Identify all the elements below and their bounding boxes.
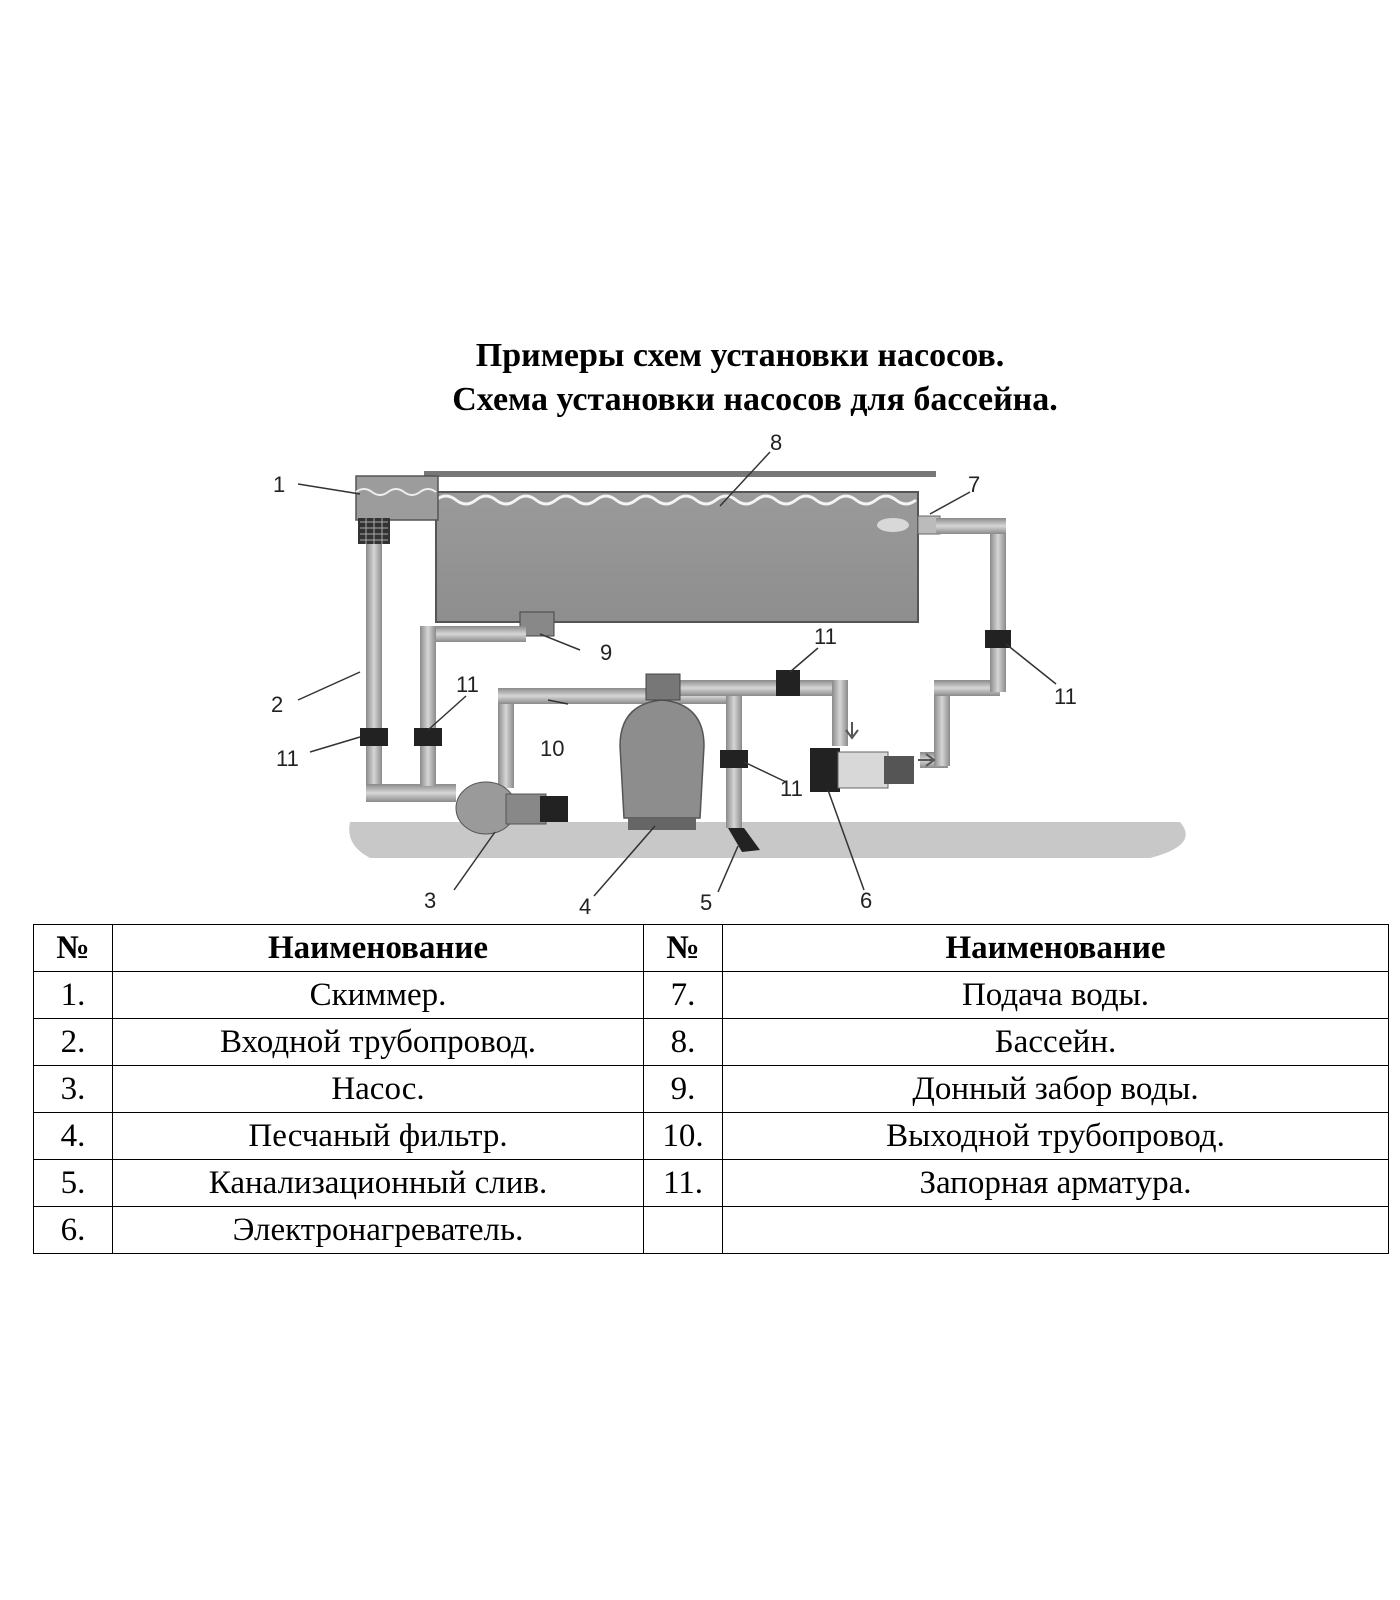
cell-name: Входной трубопровод. bbox=[112, 1018, 644, 1066]
cell-number: 4. bbox=[33, 1112, 113, 1160]
callout-11-d: 11 bbox=[1054, 684, 1077, 709]
header-number-1: № bbox=[33, 924, 113, 972]
table-row: 6. Электронагреватель. bbox=[33, 1206, 1389, 1254]
skimmer bbox=[355, 475, 439, 544]
cell-number: 9. bbox=[643, 1065, 723, 1113]
table-row: 4. Песчаный фильтр. 10. Выходной трубопр… bbox=[33, 1112, 1389, 1160]
cell-number: 5. bbox=[33, 1159, 113, 1207]
cell-number: 7. bbox=[643, 971, 723, 1019]
cell-number: 10. bbox=[643, 1112, 723, 1160]
callout-6: 6 bbox=[860, 888, 872, 913]
electric-heater bbox=[810, 722, 936, 792]
cell-number: 2. bbox=[33, 1018, 113, 1066]
water-return-inlet bbox=[877, 515, 941, 535]
title-line-2: Схема установки насосов для бассейна. bbox=[452, 381, 1058, 418]
cell-name: Подача воды. bbox=[722, 971, 1389, 1019]
callout-2: 2 bbox=[271, 692, 283, 717]
ground bbox=[349, 822, 1186, 858]
table-row: 1. Скиммер. 7. Подача воды. bbox=[33, 971, 1389, 1019]
cell-number: 1. bbox=[33, 971, 113, 1019]
cell-name: Электронагреватель. bbox=[112, 1206, 644, 1254]
cell-name: Донный забор воды. bbox=[722, 1065, 1389, 1113]
cell-number: 11. bbox=[643, 1159, 723, 1207]
legend-table: № Наименование № Наименование 1. Скиммер… bbox=[33, 924, 1389, 1254]
callout-9: 9 bbox=[600, 640, 612, 665]
cell-name: Канализационный слив. bbox=[112, 1159, 644, 1207]
callout-10: 10 bbox=[540, 736, 564, 761]
cell-name: Скиммер. bbox=[112, 971, 644, 1019]
cell-name: Запорная арматура. bbox=[722, 1159, 1389, 1207]
cell-number: 8. bbox=[643, 1018, 723, 1066]
header-name-1: Наименование bbox=[112, 924, 644, 972]
callout-11-e: 11 bbox=[780, 776, 803, 801]
pool-basin bbox=[424, 471, 936, 623]
pump bbox=[455, 781, 568, 835]
cell-name: Насос. bbox=[112, 1065, 644, 1113]
sewer-drain bbox=[728, 828, 760, 852]
cell-number bbox=[643, 1206, 723, 1254]
cell-number: 3. bbox=[33, 1065, 113, 1113]
sand-filter bbox=[619, 673, 705, 830]
leader-lines bbox=[297, 451, 1057, 897]
table-row: 3. Насос. 9. Донный забор воды. bbox=[33, 1065, 1389, 1113]
callout-8: 8 bbox=[770, 430, 782, 455]
callout-5: 5 bbox=[700, 890, 712, 915]
legend-header-row: № Наименование № Наименование bbox=[33, 924, 1389, 972]
cell-name bbox=[722, 1206, 1389, 1254]
callout-11-a: 11 bbox=[276, 746, 299, 771]
title-line-1: Примеры схем установки насосов. bbox=[475, 337, 1005, 374]
table-row: 2. Входной трубопровод. 8. Бассейн. bbox=[33, 1018, 1389, 1066]
callout-3: 3 bbox=[424, 888, 436, 913]
callout-7: 7 bbox=[968, 472, 980, 497]
header-number-2: № bbox=[643, 924, 723, 972]
callout-11-c: 11 bbox=[814, 624, 837, 649]
header-name-2: Наименование bbox=[722, 924, 1389, 972]
callout-4: 4 bbox=[579, 894, 591, 919]
cell-name: Выходной трубопровод. bbox=[722, 1112, 1389, 1160]
callout-numbers: 1 2 3 4 5 6 7 8 9 10 11 11 11 11 11 bbox=[271, 430, 1077, 919]
callout-11-b: 11 bbox=[456, 672, 479, 697]
cell-number: 6. bbox=[33, 1206, 113, 1254]
cell-name: Песчаный фильтр. bbox=[112, 1112, 644, 1160]
callout-1: 1 bbox=[273, 472, 285, 497]
table-row: 5. Канализационный слив. 11. Запорная ар… bbox=[33, 1159, 1389, 1207]
cell-name: Бассейн. bbox=[722, 1018, 1389, 1066]
shutoff-valves bbox=[360, 630, 1011, 768]
pool-pump-diagram: 1 2 3 4 5 6 7 8 9 10 11 11 11 11 11 bbox=[271, 430, 1186, 919]
